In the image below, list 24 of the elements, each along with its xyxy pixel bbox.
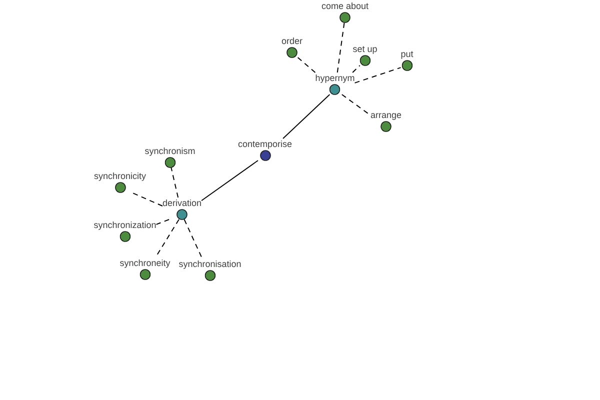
node-label: synchronicity bbox=[94, 170, 146, 180]
node-label: synchronism bbox=[144, 146, 196, 156]
dashed-connector-line bbox=[352, 65, 360, 73]
node-label: come about bbox=[321, 0, 369, 10]
node-label: put bbox=[400, 48, 414, 58]
connector-line bbox=[201, 160, 258, 202]
node-label: hypernym bbox=[315, 72, 355, 82]
dashed-connector-line bbox=[156, 219, 170, 225]
dashed-connector-line bbox=[354, 67, 402, 84]
node-label: contemporise bbox=[238, 138, 292, 148]
dashed-connector-line bbox=[130, 192, 163, 206]
dashed-connector-line bbox=[297, 57, 316, 73]
node-label: synchronisation bbox=[178, 258, 242, 268]
dashed-connector-line bbox=[184, 219, 203, 259]
node-label: arrange bbox=[370, 110, 402, 120]
node-label: set up bbox=[352, 44, 378, 54]
dashed-connector-line bbox=[336, 22, 345, 73]
node-label: synchroneity bbox=[120, 258, 170, 268]
dashed-connector-line bbox=[170, 167, 179, 198]
connector-line bbox=[282, 94, 330, 139]
node-label: order bbox=[282, 36, 302, 46]
node-label: derivation bbox=[162, 198, 202, 208]
node-label: synchronization bbox=[94, 220, 156, 230]
dashed-connector-line bbox=[341, 94, 371, 116]
